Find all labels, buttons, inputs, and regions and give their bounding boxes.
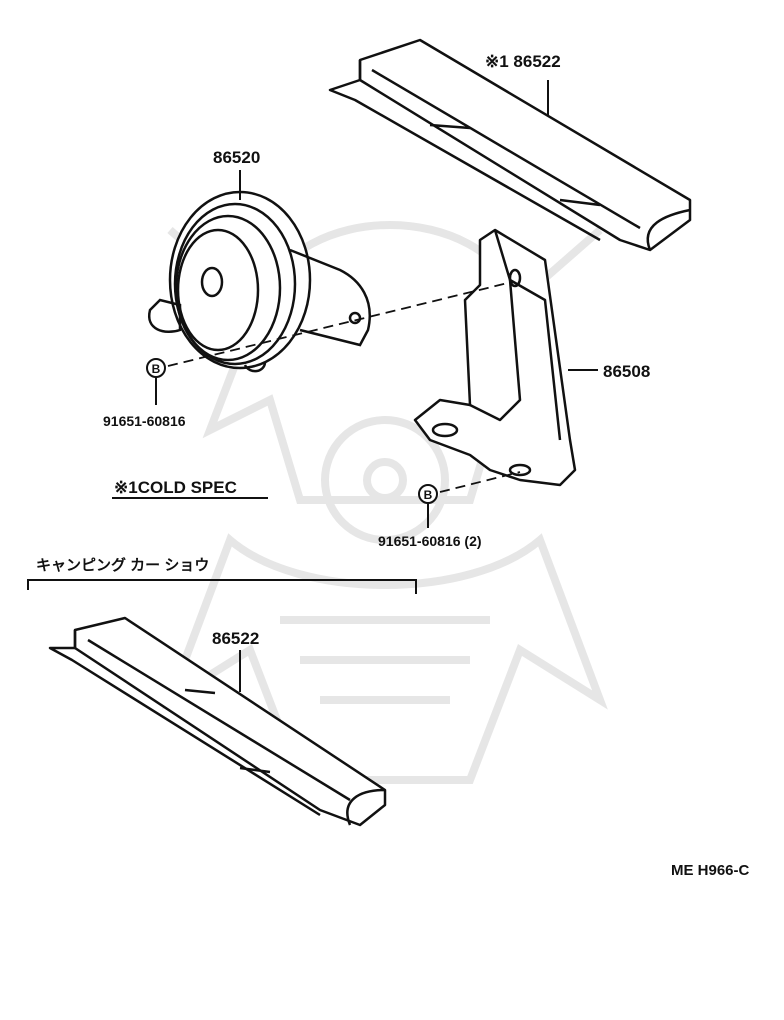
svg-text:B: B [424, 488, 433, 502]
label-camping-car: キャンピング カー ショウ [36, 556, 209, 574]
rail-top [328, 38, 692, 252]
bolt-symbol-left: B [146, 358, 166, 378]
label-horn: 86520 [213, 148, 260, 167]
label-bolt-left: 91651-60816 [103, 413, 186, 429]
bracket-86508 [413, 228, 577, 487]
assembly-dashed-line-2 [439, 471, 521, 493]
svg-text:B: B [152, 362, 161, 376]
assembly-dashed-line [167, 281, 513, 367]
rail-bottom [48, 616, 387, 827]
label-cold-spec: ※1COLD SPEC [114, 478, 237, 497]
label-rail-bottom: 86522 [212, 629, 259, 648]
label-footer-code: ME H966-C [671, 862, 750, 879]
bolt-symbol-right: B [418, 484, 438, 504]
horn-86520 [147, 190, 371, 373]
camping-car-bracket [27, 579, 417, 594]
label-bolt-right: 91651-60816 (2) [378, 533, 482, 549]
label-rail-top: ※1 86522 [485, 52, 561, 71]
label-bracket: 86508 [603, 362, 650, 381]
